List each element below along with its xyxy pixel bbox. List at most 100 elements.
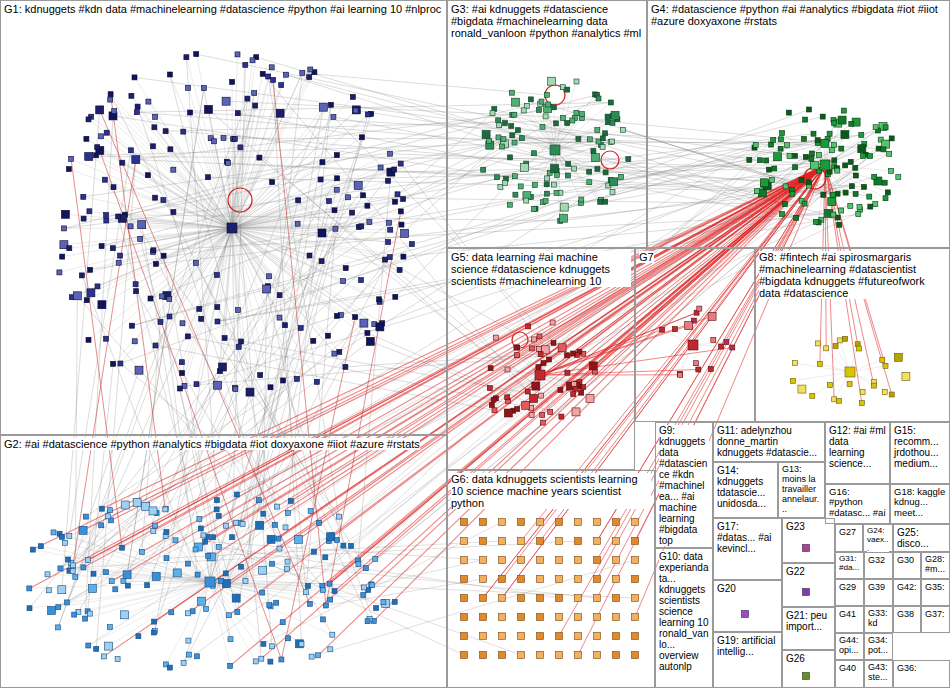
group-heading: G24: vaex... [867,527,889,554]
vertex-square [857,205,862,210]
group-heading: G13: moins la travailler annelaur... [782,465,821,515]
vertex-square [393,199,398,204]
group-panel: G6: data kdnuggets scientists learning 1… [447,470,655,688]
vertex-square [151,529,156,534]
vertex-square [537,538,544,545]
vertex-square [139,549,144,554]
vertex-square [206,553,211,558]
vertex-square [216,544,221,549]
vertices [27,52,910,680]
vertex-square [163,129,168,134]
network-edge [318,165,825,655]
network-edge [210,582,332,635]
vertex-square [688,340,698,350]
vertex-square [587,169,592,174]
vertex-square [532,183,537,188]
vertex-square [111,361,116,366]
vertex-square [837,398,842,403]
vertex-square [594,595,601,602]
network-edge [540,316,712,375]
vertex-square [67,246,72,251]
vertex-square [295,221,300,226]
vertex-square [548,409,553,414]
vertex-square [859,401,864,406]
vertex-square [343,266,348,271]
vertex-square [843,336,848,341]
vertex-square [323,603,328,608]
vertex-square [228,637,233,642]
vertex-square [295,640,303,648]
group-heading: G43: ste... [868,663,889,683]
network-edge [211,165,825,557]
vertex-square [198,597,206,605]
vertex-square [151,248,156,253]
vertex-square [824,346,829,351]
vertex-square [499,633,506,640]
network-edge [494,109,785,204]
group-panel: G37: [921,606,950,633]
network-edge [102,165,825,509]
vertex-square [672,327,677,332]
vertex-square [566,161,571,166]
vertex-square [335,176,340,181]
group-panel: G42: [893,579,921,606]
vertex-square [381,600,386,605]
vertex-square [327,581,332,586]
vertex-square [831,212,836,217]
vertex-square [128,148,133,153]
network-edge [29,582,210,588]
vertex-square [613,595,620,602]
vertex-square [801,136,806,141]
vertex-square [401,197,406,202]
network-edge [226,201,329,573]
network-edge [58,99,247,628]
network-edge [825,131,878,166]
vertex-square [811,131,816,136]
vertex-square [821,192,826,197]
network-edge [88,165,825,560]
network-edge [196,165,826,550]
vertex-square [496,135,501,140]
vertex-square [58,586,66,594]
vertex-square [285,566,290,571]
vertex-square [214,381,222,389]
vertex-square [110,246,115,251]
vertex-square [632,614,639,621]
vertex-square [215,498,220,503]
vertex-square [56,605,61,610]
vertex-square [84,136,89,141]
vertex-square [386,178,391,183]
vertex-square [295,535,303,543]
vertex-square [835,168,840,173]
vertex-square [480,633,487,640]
vertex-square [132,156,140,164]
vertex-square [508,155,513,160]
vertex-square [610,178,618,186]
vertex-square [573,386,578,391]
vertex-square [277,546,282,551]
vertex-square [171,210,176,215]
vertex-square [461,652,468,659]
vertex-square [544,191,549,196]
vertex-square [594,614,601,621]
vertex-square [853,173,858,178]
vertex-square [832,397,837,402]
group-heading: G32 [868,556,885,566]
vertex-square [30,547,35,552]
vertex-square [318,229,326,237]
group-panel: G18: kaggle kdnug... meet... [890,484,950,524]
vertex-square [334,187,339,192]
vertex-square [550,145,560,155]
vertex-square [572,408,580,416]
vertex-square [321,617,326,622]
vertex-square [104,336,109,341]
vertex-square [163,507,168,512]
vertex-square [132,75,137,80]
vertex-square [86,558,91,563]
network-edge [67,73,302,603]
vertex-square [91,571,96,576]
vertex-square [487,386,492,391]
group-heading: G5: data learning #ai machine science #d… [451,251,631,287]
vertex-square [551,105,556,110]
